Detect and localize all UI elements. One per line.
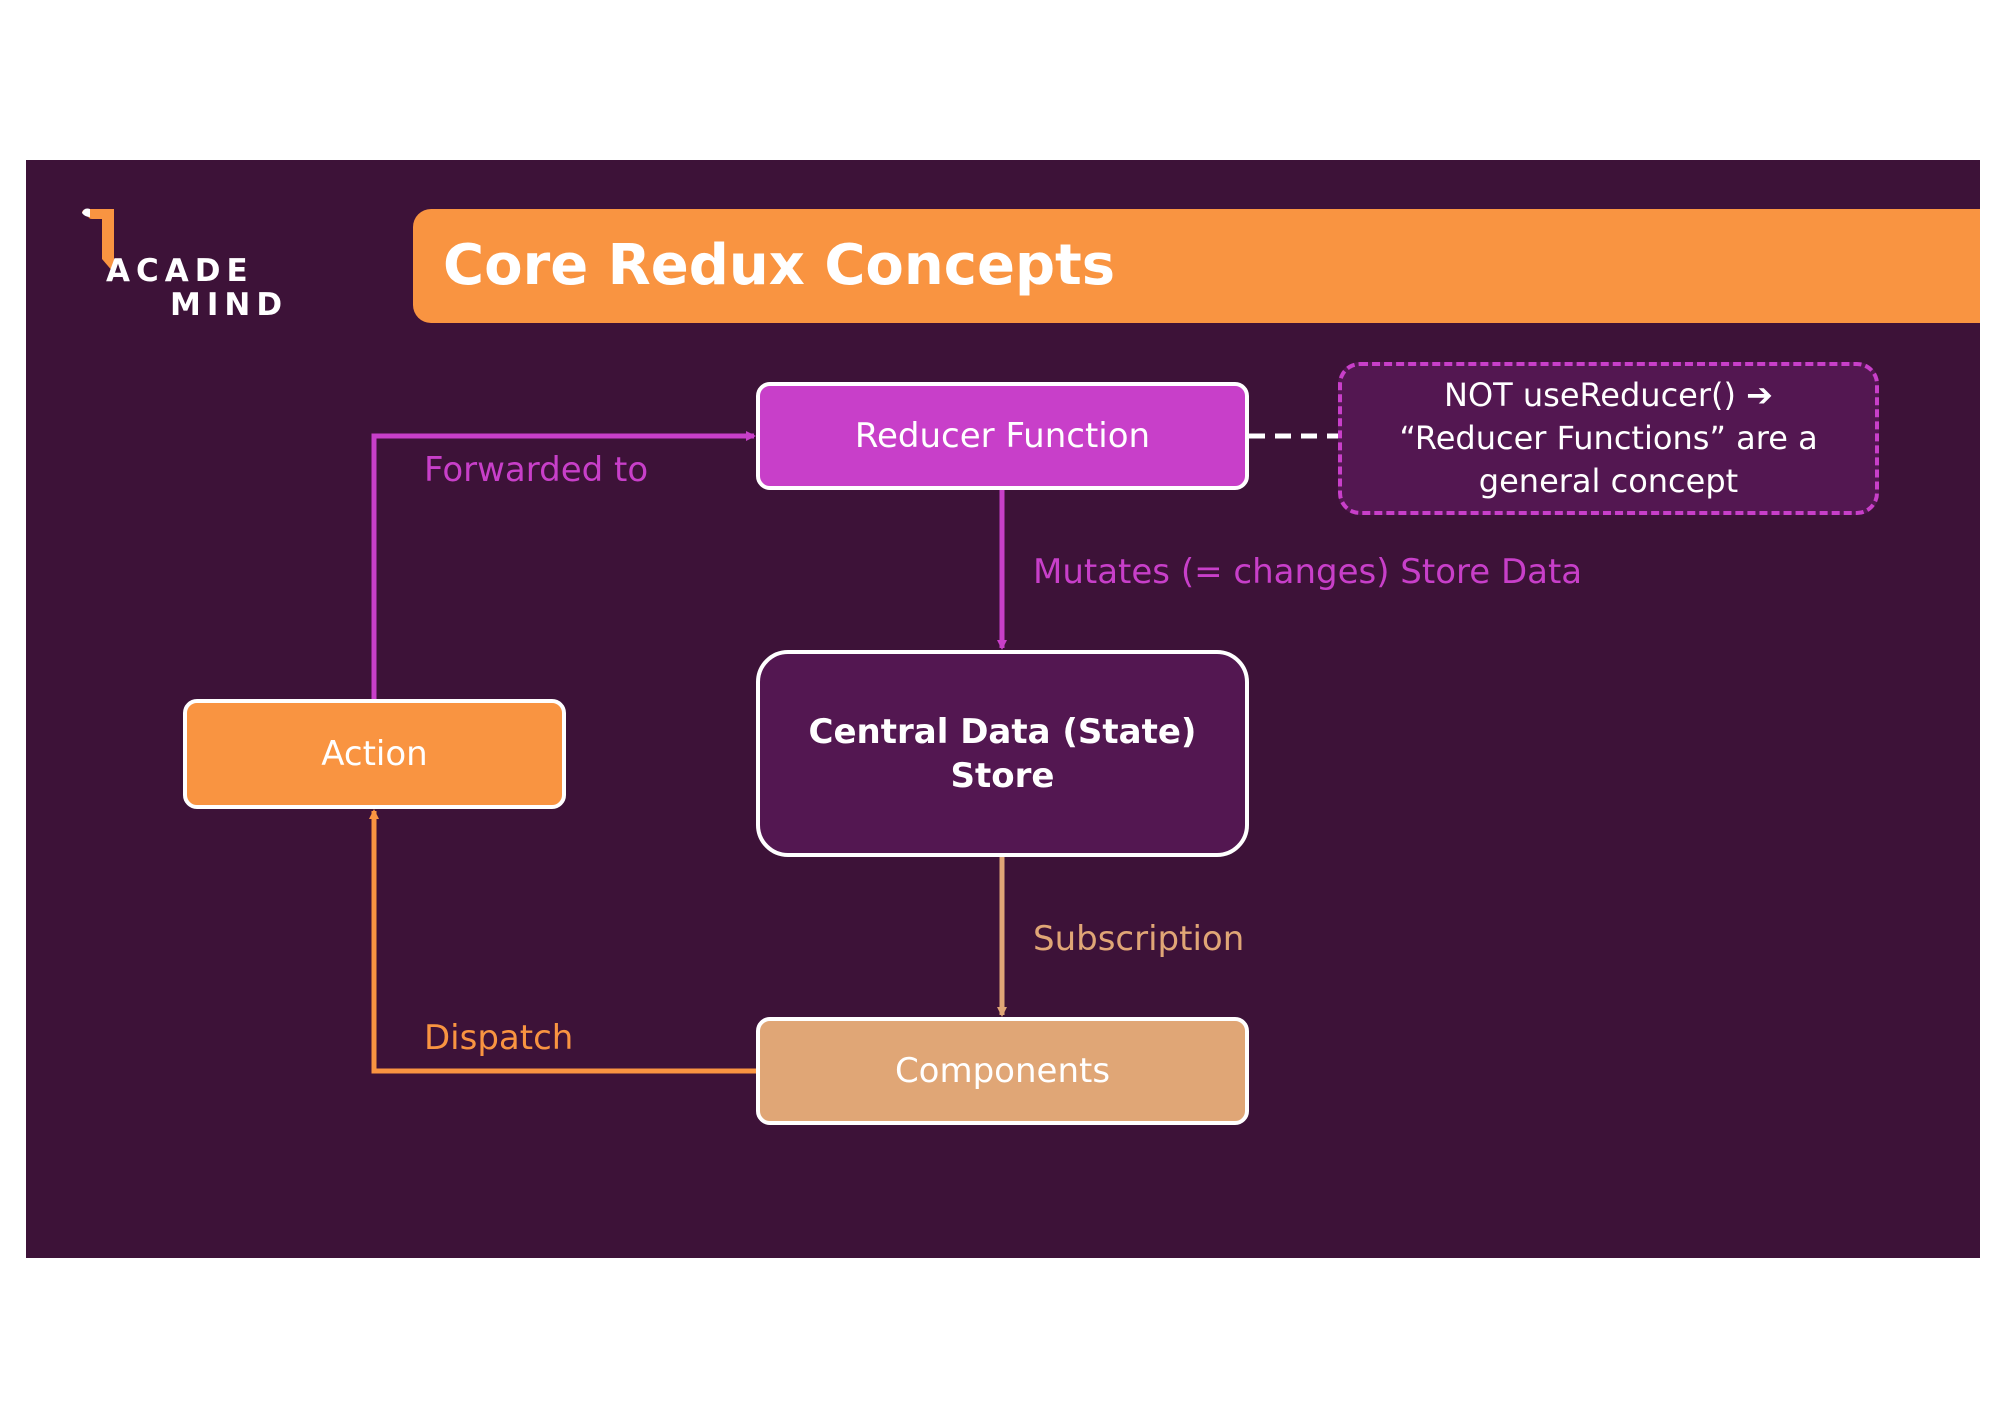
reducer-function-node: Reducer Function xyxy=(756,382,1249,490)
note-callout: NOT useReducer() ➔ “Reducer Functions” a… xyxy=(1338,362,1879,515)
edge-label-forwarded-to: Forwarded to xyxy=(424,450,649,490)
action-node: Action xyxy=(183,699,566,809)
components-node: Components xyxy=(756,1017,1249,1125)
central-store-label: Central Data (State) Store xyxy=(808,711,1197,796)
note-text: NOT useReducer() ➔ “Reducer Functions” a… xyxy=(1399,376,1818,500)
reducer-function-label: Reducer Function xyxy=(854,416,1151,456)
edge-dispatch xyxy=(369,809,756,1074)
central-store-node: Central Data (State) Store xyxy=(756,650,1249,857)
edge-forwarded-to xyxy=(371,431,756,699)
components-label: Components xyxy=(894,1051,1111,1091)
edge-label-mutates: Mutates (= changes) Store Data xyxy=(1033,552,1583,592)
edge-label-dispatch: Dispatch xyxy=(424,1018,574,1058)
academind-logo: ACADE MIND xyxy=(80,205,282,325)
edge-label-subscription: Subscription xyxy=(1033,919,1245,959)
page-title: Core Redux Concepts xyxy=(443,233,1116,298)
logo-text-line2: MIND xyxy=(170,287,289,323)
logo-flag-icon xyxy=(82,208,114,273)
title-bar: Core Redux Concepts xyxy=(413,209,1980,323)
logo-text-line1: ACADE xyxy=(106,253,254,289)
action-label: Action xyxy=(321,734,428,774)
